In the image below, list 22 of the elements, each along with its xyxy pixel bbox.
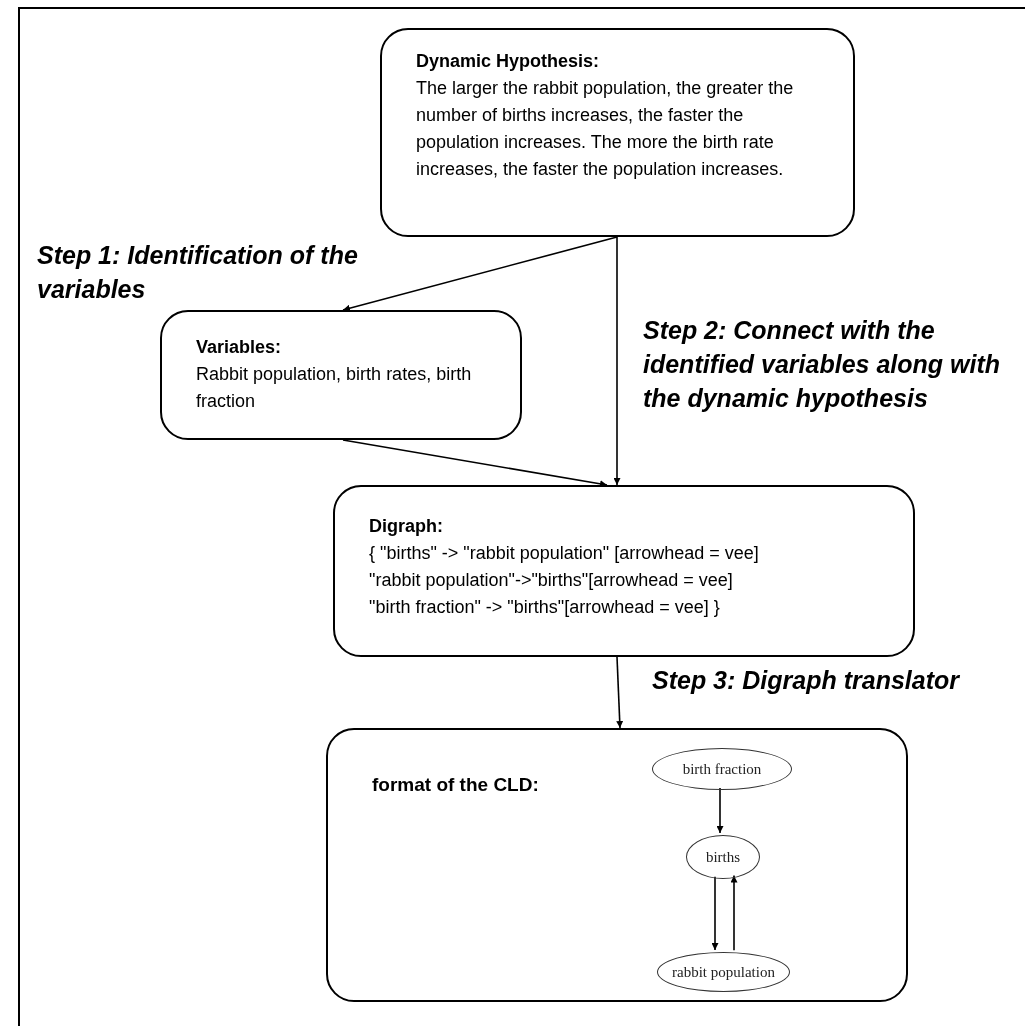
rounded-box xyxy=(380,28,855,237)
box-heading: Dynamic Hypothesis: xyxy=(416,50,601,73)
arrow xyxy=(613,236,621,486)
box-text: Rabbit population, birth rates, birth fraction xyxy=(196,363,473,413)
step-label: Step 1: Identification of the variables xyxy=(37,240,359,305)
rounded-box xyxy=(326,728,908,1002)
box-heading: Digraph: xyxy=(369,515,444,538)
box-text: "birth fraction" -> "births"[arrowhead = vee] } xyxy=(369,596,721,619)
arrow xyxy=(342,439,608,488)
box-heading: Variables: xyxy=(196,336,283,359)
rounded-box xyxy=(160,310,522,440)
arrow xyxy=(730,874,738,952)
arrow xyxy=(342,236,618,312)
box-text: "rabbit population"->"births"[arrowhead = vee] xyxy=(369,569,734,592)
box-text: The larger the rabbit population, the greater the number of births increases, the faster the population increases. The more the birth rate increases, the faster the population increases. xyxy=(416,77,795,181)
arrow xyxy=(616,656,624,729)
step-label: Step 3: Digraph translator xyxy=(652,665,961,696)
step-label: Step 2: Connect with the identified variables along with the dynamic hypothesis xyxy=(643,315,1001,414)
box-text: { "births" -> "rabbit population" [arrowhead = vee] xyxy=(369,542,760,565)
rounded-box xyxy=(333,485,915,657)
box-heading: format of the CLD: xyxy=(372,773,540,797)
arrow xyxy=(716,787,724,834)
